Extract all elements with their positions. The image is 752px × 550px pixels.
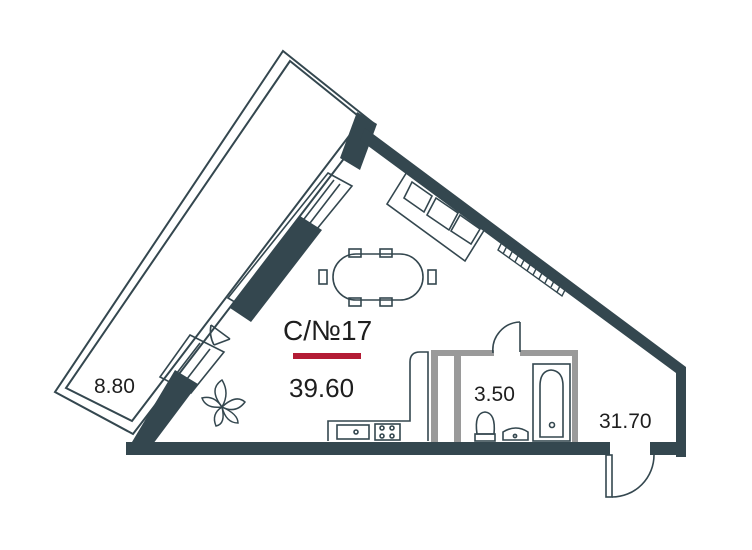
sofa-icon	[385, 165, 490, 263]
bathroom-partitions	[431, 350, 578, 442]
stove-icon	[374, 423, 401, 441]
dining-table-icon	[318, 248, 437, 307]
bathroom-door	[492, 321, 521, 354]
total-area: 39.60	[289, 373, 355, 403]
plant-icon	[201, 378, 247, 427]
entrance-door	[605, 454, 655, 498]
bathroom-area: 3.50	[474, 383, 515, 406]
kitchen-counter-icon	[327, 351, 429, 441]
exterior-walls	[126, 112, 686, 457]
main-room-area: 31.70	[599, 410, 652, 433]
apartment-number: С/№17	[283, 315, 373, 346]
balcony-area: 8.80	[94, 375, 135, 398]
radiator-icon	[497, 234, 570, 298]
bathtub-icon	[532, 363, 571, 442]
toilet-icon	[474, 411, 496, 442]
apartment-number-underline	[293, 353, 361, 359]
door-icon	[209, 324, 231, 346]
balcony	[53, 49, 374, 436]
sink-icon	[502, 427, 529, 441]
